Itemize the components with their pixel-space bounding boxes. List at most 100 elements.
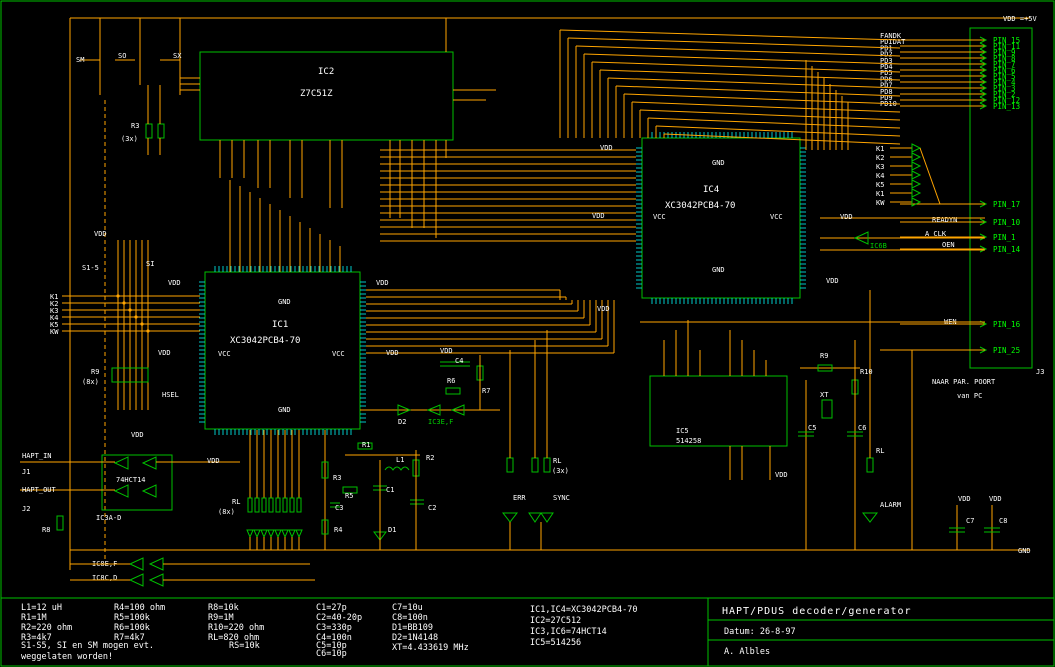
ic3a-box [101, 454, 173, 511]
j3-pin-arrow [979, 218, 988, 226]
component-entry: C4=100n [316, 633, 352, 643]
bus-wiring [229, 29, 901, 354]
bus-wire [559, 29, 901, 41]
component-list-ics: IC1,IC4=XC3042PCB4-70IC2=27C512IC3,IC6=7… [530, 605, 637, 648]
ic3ef-label: IC3E,F [428, 418, 453, 426]
j3-pin-arrow [979, 36, 988, 44]
key-label: K1 [876, 190, 884, 198]
ic1-vcc-right: VCC [332, 350, 345, 358]
si-label: SI [146, 260, 154, 268]
vdd-ic3-label: VDD [131, 431, 144, 439]
led-diode [267, 529, 275, 539]
ic1-vcc-left: VCC [218, 350, 231, 358]
j3-pin-label: PIN_6 [993, 66, 1016, 75]
c3-label: C3 [335, 504, 343, 512]
component-entry: C7=10u [392, 603, 423, 613]
vdd-c4-label: VDD [440, 347, 453, 355]
j3-pin-label: PIN_14 [993, 245, 1021, 254]
bus-wire [591, 61, 901, 73]
vdd-left-label: VDD [94, 230, 107, 238]
ic8cd-label: IC8C,D [92, 574, 117, 582]
ic1-part: XC3042PCB4-70 [230, 336, 300, 346]
r9b-label: R9 [820, 352, 828, 360]
vdd-ic4-left: VDD [592, 212, 605, 220]
led-resistor [275, 497, 281, 513]
bus-wire [647, 117, 901, 129]
c7-label: C7 [966, 517, 974, 525]
ic3a-gate-4 [141, 484, 157, 498]
component-entry: C8=100n [392, 613, 428, 623]
ic1-body [204, 271, 361, 430]
so-label: SO [118, 52, 126, 60]
j3-pin-arrow [979, 96, 988, 104]
ic3a-gate-2 [141, 456, 157, 470]
component-entry: R1=1M [21, 613, 47, 623]
ic8cd-gate-1 [128, 573, 144, 587]
j3-pin-arrow [979, 346, 988, 354]
j3-pin-arrow [979, 66, 988, 74]
led-resistor [296, 497, 302, 513]
left-key-label: K5 [50, 321, 58, 329]
bus-wire [655, 125, 901, 137]
ic2-name: IC2 [318, 67, 334, 77]
aclk-label: A_CLK [925, 230, 947, 238]
ic2-part: Z7C51Z [300, 89, 333, 99]
j3-pin-arrow [979, 54, 988, 62]
j3-pin-label: PIN_25 [993, 346, 1020, 355]
ic4-pins [636, 132, 806, 304]
bus-wire [599, 69, 901, 81]
component-entry: R3=4k7 [21, 633, 52, 643]
key-label: K2 [876, 154, 884, 162]
j3-pin-label: PIN_4 [993, 78, 1016, 87]
component-entry: C6=10p [316, 649, 347, 659]
r3-count: (3x) [121, 135, 138, 143]
j3-pin-label: PIN_15 [993, 36, 1020, 45]
bus-wire [615, 85, 901, 97]
j3-pin-arrow [979, 102, 988, 110]
j3-pin-label: PIN_16 [993, 320, 1021, 329]
analog-section [321, 355, 500, 550]
vdd-ic5-label: VDD [775, 471, 788, 479]
key-label: K4 [876, 172, 884, 180]
ic4-body [641, 137, 801, 299]
key-label: KW [876, 199, 885, 207]
j3-pin-arrow [979, 42, 988, 50]
component-entry: R8=10k [208, 603, 239, 613]
j3-signal-name: PD4 [880, 63, 893, 71]
key-buffer [911, 152, 922, 162]
bus-wire [663, 133, 901, 145]
err-label: ERR [513, 494, 526, 502]
led-resistor [247, 497, 253, 513]
j3-connector [969, 27, 1033, 369]
component-entry: L1=12 uH [21, 603, 62, 613]
vdd-ic4-top: VDD [600, 144, 613, 152]
key-label: K5 [876, 181, 884, 189]
c5-label: C5 [808, 424, 816, 432]
c4-label: C4 [455, 357, 463, 365]
led-resistor [261, 497, 267, 513]
rl-led-array [246, 430, 303, 550]
j3-pin-label: PIN_13 [993, 102, 1020, 111]
led-resistor [268, 497, 274, 513]
component-entry: C1=27p [316, 603, 347, 613]
j3-pin-arrow [979, 245, 988, 253]
j3-pin-arrow [979, 60, 988, 68]
j3-pin-label: PIN_10 [993, 218, 1021, 227]
rl-ledgrp-label: RL [553, 457, 561, 465]
key-buffer [911, 161, 922, 171]
left-key-label: K2 [50, 300, 58, 308]
component-entry: R7=4k7 [114, 633, 145, 643]
j3-pin-label: PIN_12 [993, 96, 1020, 105]
bus-wire [575, 45, 901, 57]
led-resistor [282, 497, 288, 513]
ic4-gnd-bottom: GND [712, 266, 725, 274]
key-buffer [911, 143, 922, 153]
r8-resistor [56, 515, 64, 531]
rl-label: RL [232, 498, 240, 506]
led-diode [288, 529, 296, 539]
led-diode [274, 529, 282, 539]
ic4-name: IC4 [703, 185, 719, 195]
component-entry: D2=1N4148 [392, 633, 438, 643]
component-entry: RL=820 ohm [208, 633, 259, 643]
